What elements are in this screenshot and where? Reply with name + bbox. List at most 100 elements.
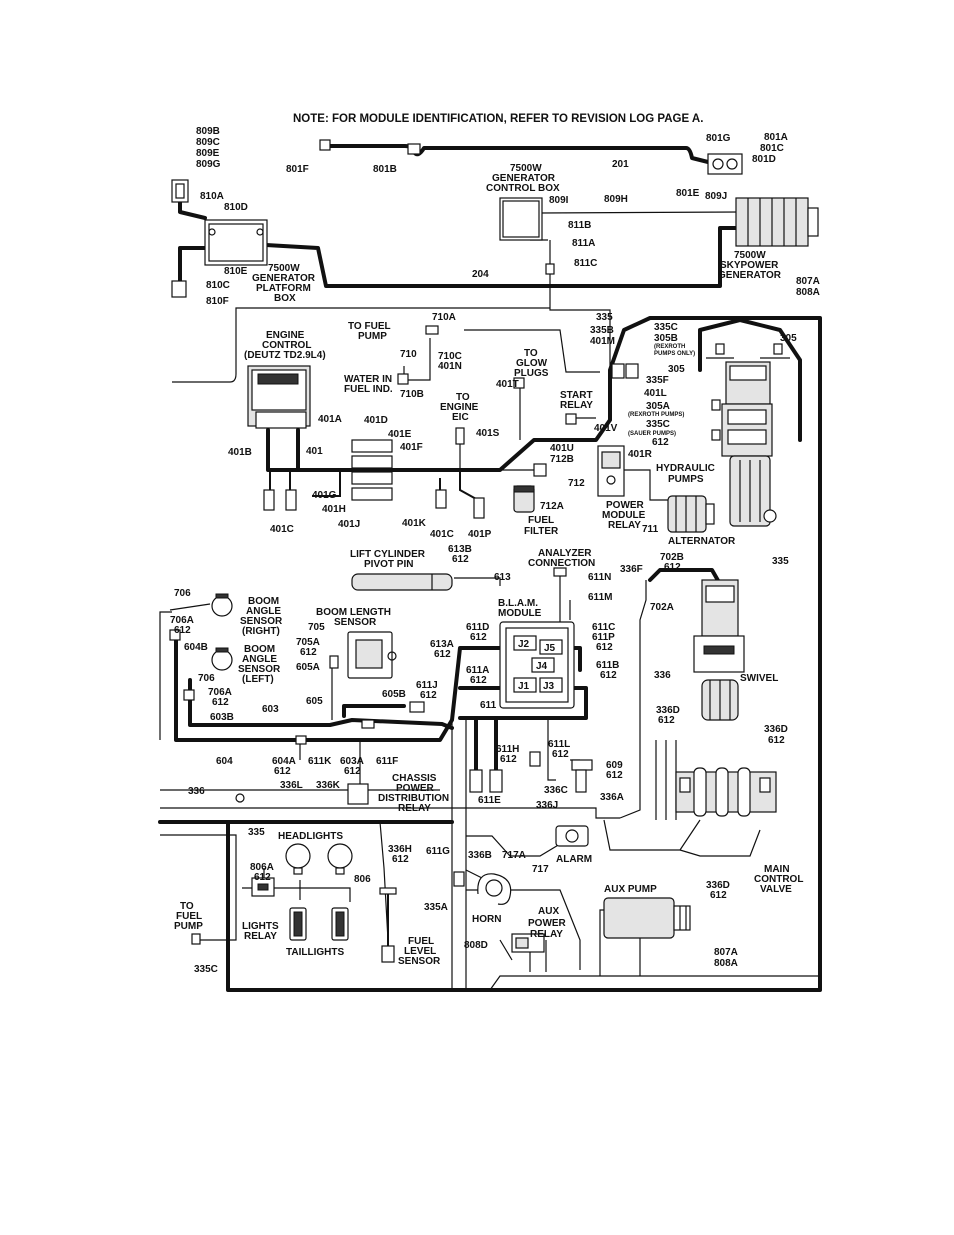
label-612-611p: 612 [596,642,613,653]
connector-801b [407,143,421,155]
label-j3: J3 [543,681,555,692]
label-water-in-2: FUEL IND. [344,384,393,395]
label-612-lcp: 612 [452,554,469,565]
label-336: 336 [654,670,671,681]
label-611e: 611E [478,795,501,806]
label-cpd-1: CHASSIS [392,773,437,784]
fuel-filter [513,485,535,513]
label-801c: 801C [760,143,784,154]
label-401s: 401S [476,428,500,439]
boom-angle-sensor-left [211,647,233,671]
label-801a: 801A [764,132,788,143]
label-613a: 613A [430,639,454,650]
label-808a-bottom: 808A [714,958,738,969]
label-710: 710 [400,349,417,360]
label-swivel: SWIVEL [740,673,778,684]
connector-603a [361,719,375,729]
label-401l: 401L [644,388,667,399]
connector-706a-bot [183,689,195,701]
connector-710b [397,373,409,385]
label-blam-1: B.L.A.M. [498,598,538,609]
connector-705a [329,655,339,669]
label-611f: 611F [376,756,398,767]
label-cpd-3: DISTRIBUTION [378,793,449,804]
label-bal-4: (LEFT) [242,674,274,685]
label-gpb-3: PLATFORM [256,283,311,294]
label-skp-3: GENERATOR [718,270,782,281]
label-j2: J2 [518,639,530,650]
label-rexroth-only-1: (REXROTH [654,344,685,350]
label-335c-2: 335C [646,419,670,430]
connector-801f [319,139,331,151]
plug-809b [171,179,189,203]
label-702a: 702A [650,602,674,613]
terminal-336l [235,793,245,803]
label-bal-2: ANGLE [242,654,277,665]
label-fls-1: FUEL [408,936,434,947]
label-j1: J1 [518,681,530,692]
label-611c: 611C [592,622,615,633]
label-to-fuel-pump-bl-1: TO [180,901,194,912]
label-401k: 401K [402,518,427,529]
label-skp-2: SKYPOWER [720,260,779,271]
connector-401p [473,497,485,519]
connector-712b [533,463,547,477]
label-612-336d-a: 612 [658,715,675,726]
label-604: 604 [216,756,233,767]
label-336-left: 336 [188,786,205,797]
label-605b: 605B [382,689,406,700]
label-611p: 611P [592,632,615,643]
label-bas-r-3: SENSOR [240,616,283,627]
label-taillights: TAILLIGHTS [286,947,344,958]
label-612-611j: 612 [420,690,437,701]
label-611h: 611H [496,744,519,755]
label-201: 201 [612,159,629,170]
label-fls-2: LEVEL [404,946,436,957]
taillights [289,907,349,941]
label-glow-3: PLUGS [514,368,549,379]
label-611j: 611J [416,680,438,691]
label-204: 204 [472,269,489,280]
label-401p: 401P [468,529,492,540]
label-gen-ctrl-1: 7500W [510,163,542,174]
label-710b: 710B [400,389,424,400]
label-336a: 336A [600,792,624,803]
label-analyzer-2: CONNECTION [528,558,595,569]
label-gpb-2: GENERATOR [252,273,316,284]
connector-335c [191,933,201,945]
revision-note: NOTE: FOR MODULE IDENTIFICATION, REFER T… [293,113,703,125]
connector-401k [435,489,447,509]
fuel-level-sensor [379,887,397,963]
label-to-fuel-pump-bl-2: FUEL [176,911,202,922]
label-612-613a: 612 [434,649,451,660]
label-alarm: ALARM [556,854,592,865]
label-611m: 611M [588,592,612,603]
connector-401c-left [263,489,297,511]
lights-relay [251,877,275,897]
label-717: 717 [532,864,549,875]
label-j5: J5 [544,643,556,654]
label-engine-1: ENGINE [266,330,305,341]
label-bls-1: BOOM LENGTH [316,607,391,618]
label-rexroth-only-2: PUMPS ONLY) [654,351,695,357]
connector-810f [171,280,187,298]
label-810e: 810E [224,266,248,277]
label-bas-r-4: (RIGHT) [242,626,280,637]
label-705: 705 [308,622,325,633]
label-336j: 336J [536,800,558,811]
label-612-611h: 612 [500,754,517,765]
label-612-611b: 612 [600,670,617,681]
connector-706a-top [169,629,181,641]
connector-335a [453,871,465,887]
label-806a: 806A [250,862,274,873]
label-lights-relay-1: LIGHTS [242,921,279,932]
label-811b: 811B [568,220,591,231]
label-401: 401 [306,446,323,457]
label-336d-b: 336D [764,724,788,735]
label-717a: 717A [502,850,526,861]
label-612-336d-b: 612 [768,735,785,746]
label-807a-bottom: 807A [714,947,738,958]
label-aux-pump: AUX PUMP [604,884,657,895]
label-706a-bot: 706A [208,687,232,698]
